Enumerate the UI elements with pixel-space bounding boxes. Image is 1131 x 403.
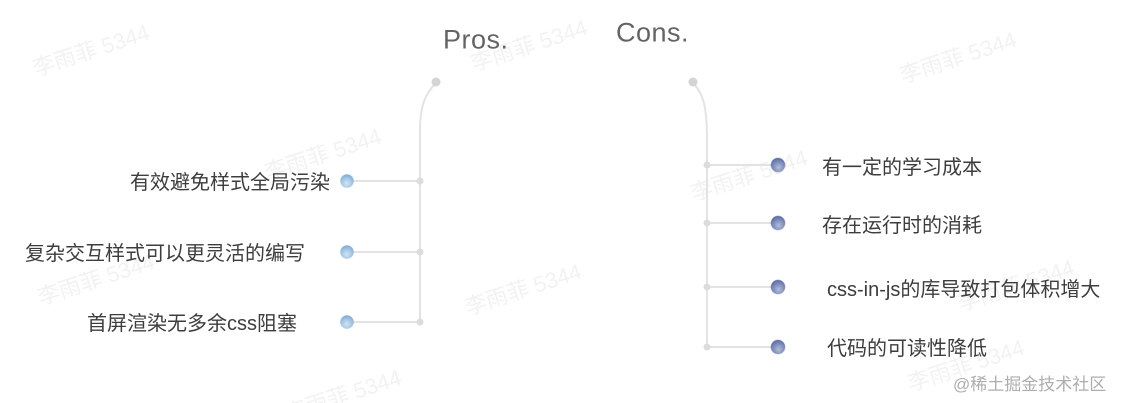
pros-branch-title: Pros. <box>443 24 509 55</box>
cons-anchor-dot <box>688 77 698 87</box>
junction-dot <box>703 283 711 291</box>
cons-node-dot <box>771 340 785 354</box>
pros-item-label: 首屏渲染无多余css阻塞 <box>87 312 297 335</box>
junction-dot <box>416 177 424 185</box>
junction-dot <box>703 219 711 227</box>
pros-node-dot <box>340 245 354 259</box>
pros-anchor-dot <box>431 77 441 87</box>
community-credit: @稀土掘金技术社区 <box>953 375 1107 394</box>
junction-dot <box>703 343 711 351</box>
cons-branch-title: Cons. <box>616 17 690 48</box>
cons-node-dot <box>771 280 785 294</box>
cons-node-dot <box>771 158 785 172</box>
cons-item-label: 存在运行时的消耗 <box>822 214 982 237</box>
cons-item-label: 有一定的学习成本 <box>822 156 982 179</box>
pros-node-dot <box>340 315 354 329</box>
junction-dot <box>703 161 711 169</box>
junction-dot <box>416 248 424 256</box>
pros-node-dot <box>340 174 354 188</box>
pros-item-label: 有效避免样式全局污染 <box>130 171 330 194</box>
cons-item-label: 代码的可读性降低 <box>827 337 987 360</box>
cons-node-dot <box>771 216 785 230</box>
junction-dot <box>416 318 424 326</box>
cons-item-label: css-in-js的库导致打包体积增大 <box>827 278 1101 301</box>
pros-item-label: 复杂交互样式可以更灵活的编写 <box>25 242 305 265</box>
